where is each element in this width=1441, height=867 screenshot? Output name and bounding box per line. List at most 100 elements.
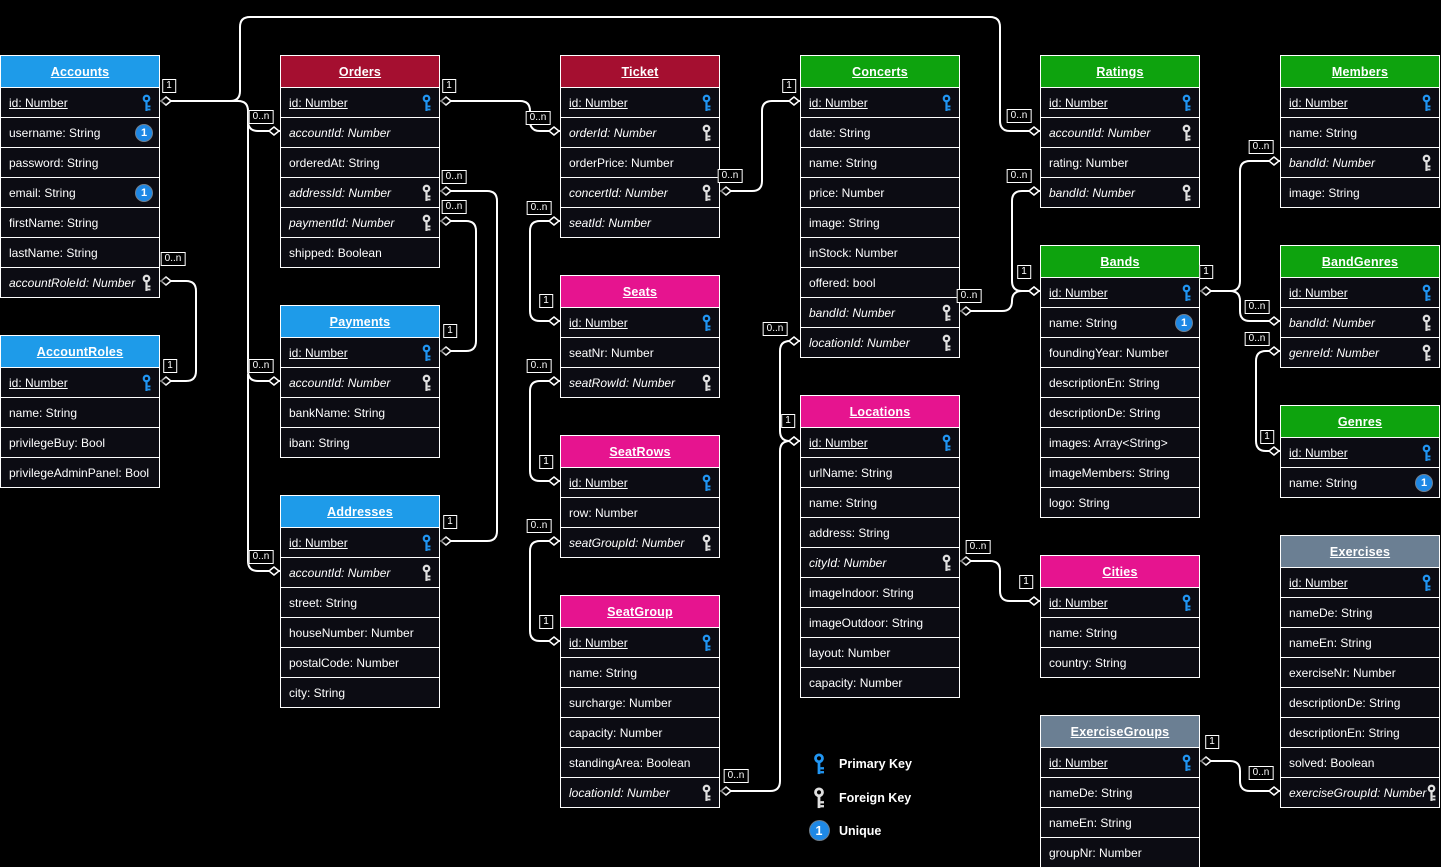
table-title-seats[interactable]: Seats bbox=[561, 276, 719, 307]
field-row[interactable]: shipped: Boolean bbox=[281, 237, 439, 267]
field-row[interactable]: nameDe: String bbox=[1041, 777, 1199, 807]
table-title-addresses[interactable]: Addresses bbox=[281, 496, 439, 527]
field-row[interactable]: exerciseNr: Number bbox=[1281, 657, 1439, 687]
relationship-line[interactable] bbox=[529, 220, 560, 322]
field-row[interactable]: imageMembers: String bbox=[1041, 457, 1199, 487]
table-title-ratings[interactable]: Ratings bbox=[1041, 56, 1199, 87]
field-row[interactable]: id: Number bbox=[1281, 277, 1439, 307]
field-row[interactable]: nameEn: String bbox=[1041, 807, 1199, 837]
table-title-bandgenres[interactable]: BandGenres bbox=[1281, 246, 1439, 277]
field-row[interactable]: nameDe: String bbox=[1281, 597, 1439, 627]
field-row[interactable]: image: String bbox=[1281, 177, 1439, 207]
field-row[interactable]: accountRoleId: Number bbox=[1, 267, 159, 297]
table-title-concerts[interactable]: Concerts bbox=[801, 56, 959, 87]
relationship-line[interactable] bbox=[160, 280, 197, 382]
field-row[interactable]: imageOutdoor: String bbox=[801, 607, 959, 637]
field-row[interactable]: id: Number bbox=[1041, 87, 1199, 117]
field-row[interactable]: lastName: String bbox=[1, 237, 159, 267]
relationship-line[interactable] bbox=[529, 380, 560, 482]
relationship-line[interactable] bbox=[720, 440, 800, 792]
field-row[interactable]: firstName: String bbox=[1, 207, 159, 237]
field-row[interactable]: name: String bbox=[561, 657, 719, 687]
table-title-locations[interactable]: Locations bbox=[801, 396, 959, 427]
field-row[interactable]: foundingYear: Number bbox=[1041, 337, 1199, 367]
field-row[interactable]: row: Number bbox=[561, 497, 719, 527]
field-row[interactable]: orderedAt: String bbox=[281, 147, 439, 177]
relationship-line[interactable] bbox=[247, 118, 280, 382]
field-row[interactable]: genreId: Number bbox=[1281, 337, 1439, 367]
field-row[interactable]: accountId: Number bbox=[281, 117, 439, 147]
field-row[interactable]: capacity: Number bbox=[801, 667, 959, 697]
table-title-exercisegroups[interactable]: ExerciseGroups bbox=[1041, 716, 1199, 747]
field-row[interactable]: capacity: Number bbox=[561, 717, 719, 747]
relationship-line[interactable] bbox=[960, 560, 1040, 602]
field-row[interactable]: price: Number bbox=[801, 177, 959, 207]
field-row[interactable]: id: Number bbox=[561, 467, 719, 497]
field-row[interactable]: id: Number bbox=[561, 627, 719, 657]
field-row[interactable]: layout: Number bbox=[801, 637, 959, 667]
field-row[interactable]: id: Number bbox=[1281, 567, 1439, 597]
relationship-line[interactable] bbox=[440, 190, 498, 542]
field-row[interactable]: addressId: Number bbox=[281, 177, 439, 207]
relationship-line[interactable] bbox=[529, 540, 560, 642]
table-title-payments[interactable]: Payments bbox=[281, 306, 439, 337]
field-row[interactable]: privilegeBuy: Bool bbox=[1, 427, 159, 457]
field-row[interactable]: exerciseGroupId: Number bbox=[1281, 777, 1439, 807]
relationship-line[interactable] bbox=[247, 374, 280, 572]
relationship-line[interactable] bbox=[1200, 160, 1280, 292]
table-title-accounts[interactable]: Accounts bbox=[1, 56, 159, 87]
field-row[interactable]: privilegeAdminPanel: Bool bbox=[1, 457, 159, 487]
field-row[interactable]: iban: String bbox=[281, 427, 439, 457]
table-title-genres[interactable]: Genres bbox=[1281, 406, 1439, 437]
field-row[interactable]: urlName: String bbox=[801, 457, 959, 487]
field-row[interactable]: paymentId: Number bbox=[281, 207, 439, 237]
relationship-line[interactable] bbox=[1011, 190, 1040, 292]
field-row[interactable]: descriptionDe: String bbox=[1281, 687, 1439, 717]
field-row[interactable]: bandId: Number bbox=[1281, 147, 1439, 177]
field-row[interactable]: descriptionDe: String bbox=[1041, 397, 1199, 427]
field-row[interactable]: country: String bbox=[1041, 647, 1199, 677]
field-row[interactable]: bandId: Number bbox=[801, 297, 959, 327]
field-row[interactable]: name: String bbox=[801, 487, 959, 517]
field-row[interactable]: id: Number bbox=[1, 367, 159, 397]
field-row[interactable]: password: String bbox=[1, 147, 159, 177]
field-row[interactable]: orderPrice: Number bbox=[561, 147, 719, 177]
field-row[interactable]: concertId: Number bbox=[561, 177, 719, 207]
field-row[interactable]: city: String bbox=[281, 677, 439, 707]
field-row[interactable]: id: Number bbox=[1281, 437, 1439, 467]
field-row[interactable]: seatId: Number bbox=[561, 207, 719, 237]
field-row[interactable]: imageIndoor: String bbox=[801, 577, 959, 607]
relationship-line[interactable] bbox=[160, 100, 280, 132]
field-row[interactable]: bandId: Number bbox=[1041, 177, 1199, 207]
field-row[interactable]: id: Number bbox=[281, 87, 439, 117]
field-row[interactable]: id: Number bbox=[1, 87, 159, 117]
field-row[interactable]: cityId: Number bbox=[801, 547, 959, 577]
field-row[interactable]: id: Number bbox=[1281, 87, 1439, 117]
table-title-ticket[interactable]: Ticket bbox=[561, 56, 719, 87]
table-title-accountroles[interactable]: AccountRoles bbox=[1, 336, 159, 367]
field-row[interactable]: groupNr: Number bbox=[1041, 837, 1199, 867]
field-row[interactable]: seatNr: Number bbox=[561, 337, 719, 367]
field-row[interactable]: accountId: Number bbox=[281, 367, 439, 397]
relationship-line[interactable] bbox=[720, 100, 800, 192]
field-row[interactable]: bandId: Number bbox=[1281, 307, 1439, 337]
field-row[interactable]: standingArea: Boolean bbox=[561, 747, 719, 777]
field-row[interactable]: street: String bbox=[281, 587, 439, 617]
field-row[interactable]: name: String bbox=[1041, 617, 1199, 647]
table-title-members[interactable]: Members bbox=[1281, 56, 1439, 87]
relationship-line[interactable] bbox=[779, 340, 800, 442]
